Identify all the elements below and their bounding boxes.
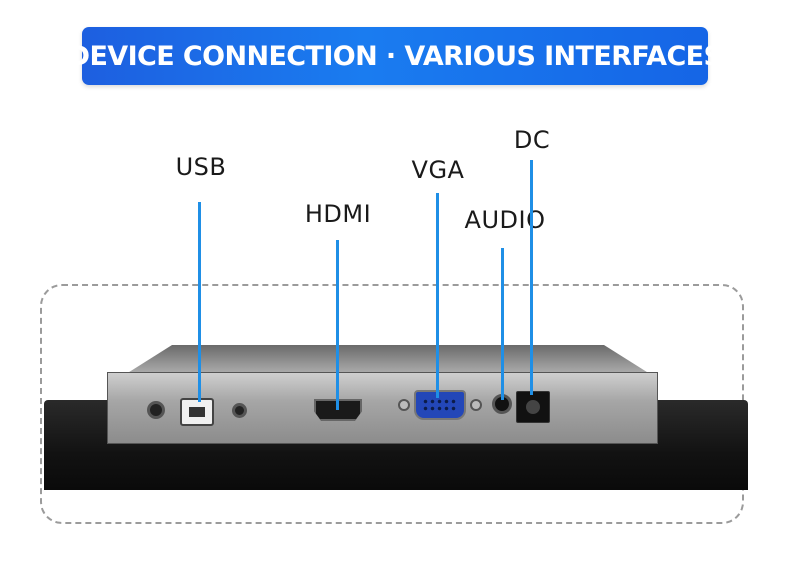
vga-screw-left xyxy=(398,399,410,411)
vga-label: VGA xyxy=(411,156,465,184)
usb-port xyxy=(180,398,214,426)
hdmi-callout-line xyxy=(336,240,339,410)
vga-callout-line xyxy=(436,193,439,398)
screw-hole-left xyxy=(147,401,165,419)
dc-port xyxy=(516,391,550,423)
dc-label: DC xyxy=(513,126,551,154)
usb-label: USB xyxy=(175,153,227,181)
hdmi-label: HDMI xyxy=(304,200,372,228)
vga-screw-right xyxy=(470,399,482,411)
screw-hole-right xyxy=(232,403,247,418)
audio-callout-line xyxy=(501,248,504,400)
vga-port xyxy=(414,390,466,420)
title-banner: DEVICE CONNECTION · VARIOUS INTERFACES xyxy=(68,27,723,85)
audio-label: AUDIO xyxy=(464,206,546,234)
dc-callout-line xyxy=(530,160,533,395)
banner-title: DEVICE CONNECTION · VARIOUS INTERFACES xyxy=(67,40,723,72)
usb-callout-line xyxy=(198,202,201,402)
